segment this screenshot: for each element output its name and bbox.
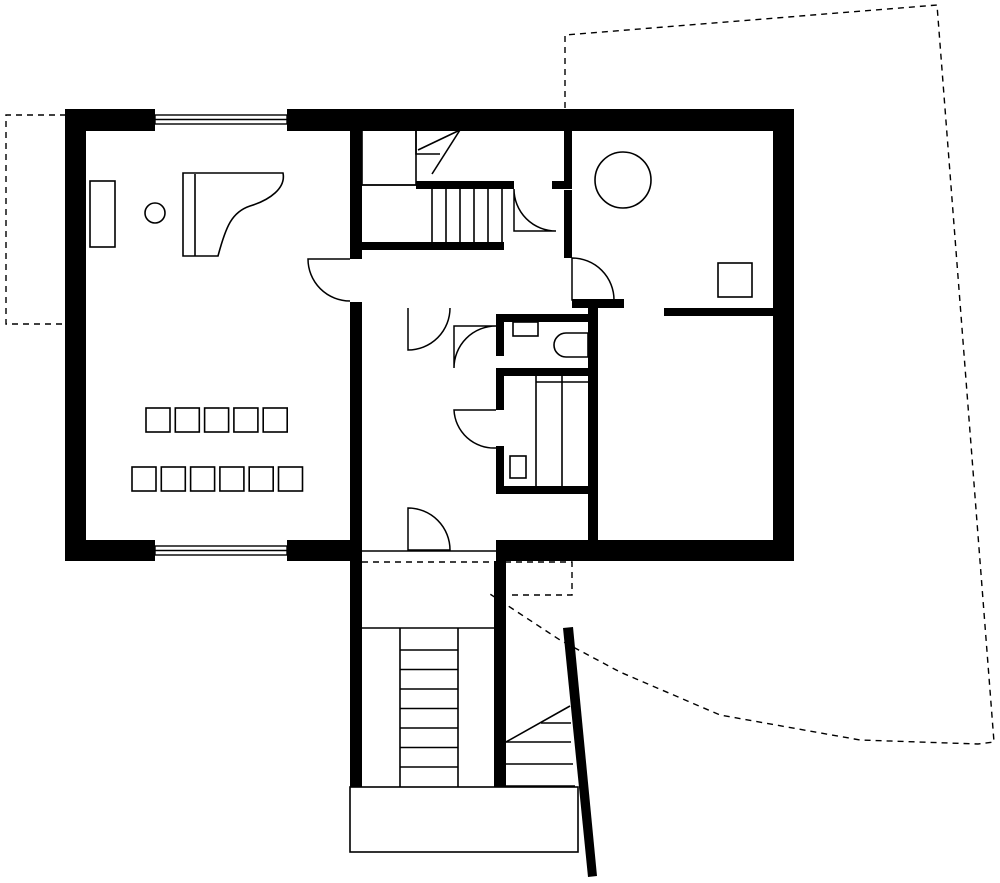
- round-table: [594, 151, 652, 209]
- audience-chair: [174, 407, 201, 433]
- washbasin: [553, 332, 589, 358]
- square-table: [717, 262, 753, 298]
- audience-chair: [131, 466, 157, 492]
- audience-chair: [145, 407, 171, 433]
- door-entrance: [407, 507, 451, 551]
- side-stair: [505, 705, 575, 787]
- audience-chair: [219, 466, 245, 492]
- door-bathroom: [453, 409, 497, 449]
- site-outlines: [5, 4, 995, 745]
- audience-chair: [189, 466, 216, 492]
- wall-bench: [89, 180, 116, 248]
- audience-chair: [262, 407, 289, 433]
- exterior-walls: [65, 109, 794, 561]
- audience-chair: [248, 466, 274, 492]
- entrance-landing: [349, 786, 579, 853]
- entrance-stair: [349, 627, 579, 853]
- doors: [307, 188, 615, 552]
- audience-chair: [203, 407, 230, 433]
- piano-stool: [144, 202, 166, 224]
- door-corridor-upper: [407, 307, 451, 351]
- audience-chair: [233, 407, 259, 433]
- audience-chair: [277, 466, 304, 492]
- door-music-room: [307, 258, 351, 302]
- grand-piano: [182, 172, 285, 257]
- door-wc: [453, 325, 497, 369]
- wc-fixtures: [512, 321, 589, 358]
- audience-chairs-front-row: [145, 407, 289, 433]
- audience-chair: [160, 466, 187, 492]
- bath-cabinet: [509, 455, 527, 479]
- windows: [154, 114, 288, 556]
- door-studio: [571, 257, 615, 301]
- entrance-wing-wall: [563, 627, 597, 877]
- studio-furniture: [594, 151, 753, 298]
- wc-cistern: [512, 321, 539, 337]
- music-room-furniture: [89, 172, 304, 492]
- entrance-canopy-outline: [362, 561, 573, 596]
- audience-chairs-back-row: [131, 466, 304, 492]
- balcony-outline-left: [5, 114, 66, 325]
- door-stair-hall: [513, 188, 557, 232]
- bathroom-fixtures: [509, 376, 588, 486]
- interior-walls: [350, 129, 774, 877]
- interior-stair: [361, 128, 503, 242]
